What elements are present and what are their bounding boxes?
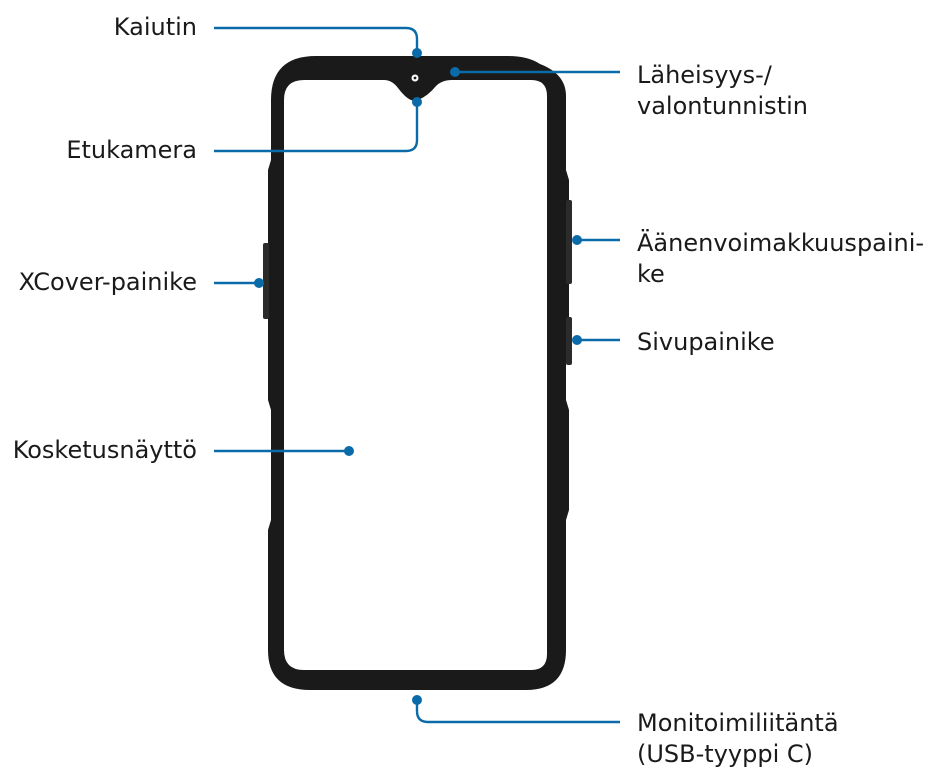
xcover-button-label: XCover-painike — [18, 268, 197, 296]
xcover-dot — [254, 278, 264, 288]
touchscreen-dot — [344, 446, 354, 456]
xcover-button-shape — [263, 243, 269, 319]
proximity-sensor-dot — [450, 67, 460, 77]
front-camera-leader — [214, 104, 419, 153]
proximity-sensor-label-line-2: valontunnistin — [637, 92, 808, 120]
speaker-leader — [214, 26, 419, 51]
proximity-sensor-label-line-1: Läheisyys-/ — [637, 61, 772, 89]
front-camera-lens-inner — [413, 76, 417, 80]
speaker-label: Kaiutin — [113, 13, 197, 41]
multipurpose-jack-label: Monitoimiliitäntä (USB-tyyppi C) — [637, 708, 839, 770]
volume-button-label-line-1: Äänenvoimakkuuspaini- — [637, 229, 925, 257]
speaker-dot — [412, 48, 422, 58]
volume-button-shape — [566, 200, 572, 284]
multipurpose-jack-leader — [415, 702, 620, 724]
side-button-dot — [572, 335, 582, 345]
side-button-label: Sivupainike — [637, 328, 775, 356]
multipurpose-jack-label-line-1: Monitoimiliitäntä — [637, 709, 839, 737]
proximity-sensor-label: Läheisyys-/ valontunnistin — [637, 60, 808, 122]
front-camera-dot — [412, 97, 422, 107]
touchscreen-label: Kosketusnäyttö — [12, 436, 197, 464]
volume-button-label-line-2: ke — [637, 260, 665, 288]
side-button-shape — [566, 317, 572, 365]
front-camera-label: Etukamera — [66, 136, 197, 164]
phone-frame — [268, 56, 569, 690]
volume-dot — [572, 235, 582, 245]
multipurpose-jack-dot — [412, 695, 422, 705]
multipurpose-jack-label-line-2: (USB-tyyppi C) — [637, 740, 813, 768]
volume-button-label: Äänenvoimakkuuspaini- ke — [637, 228, 924, 290]
